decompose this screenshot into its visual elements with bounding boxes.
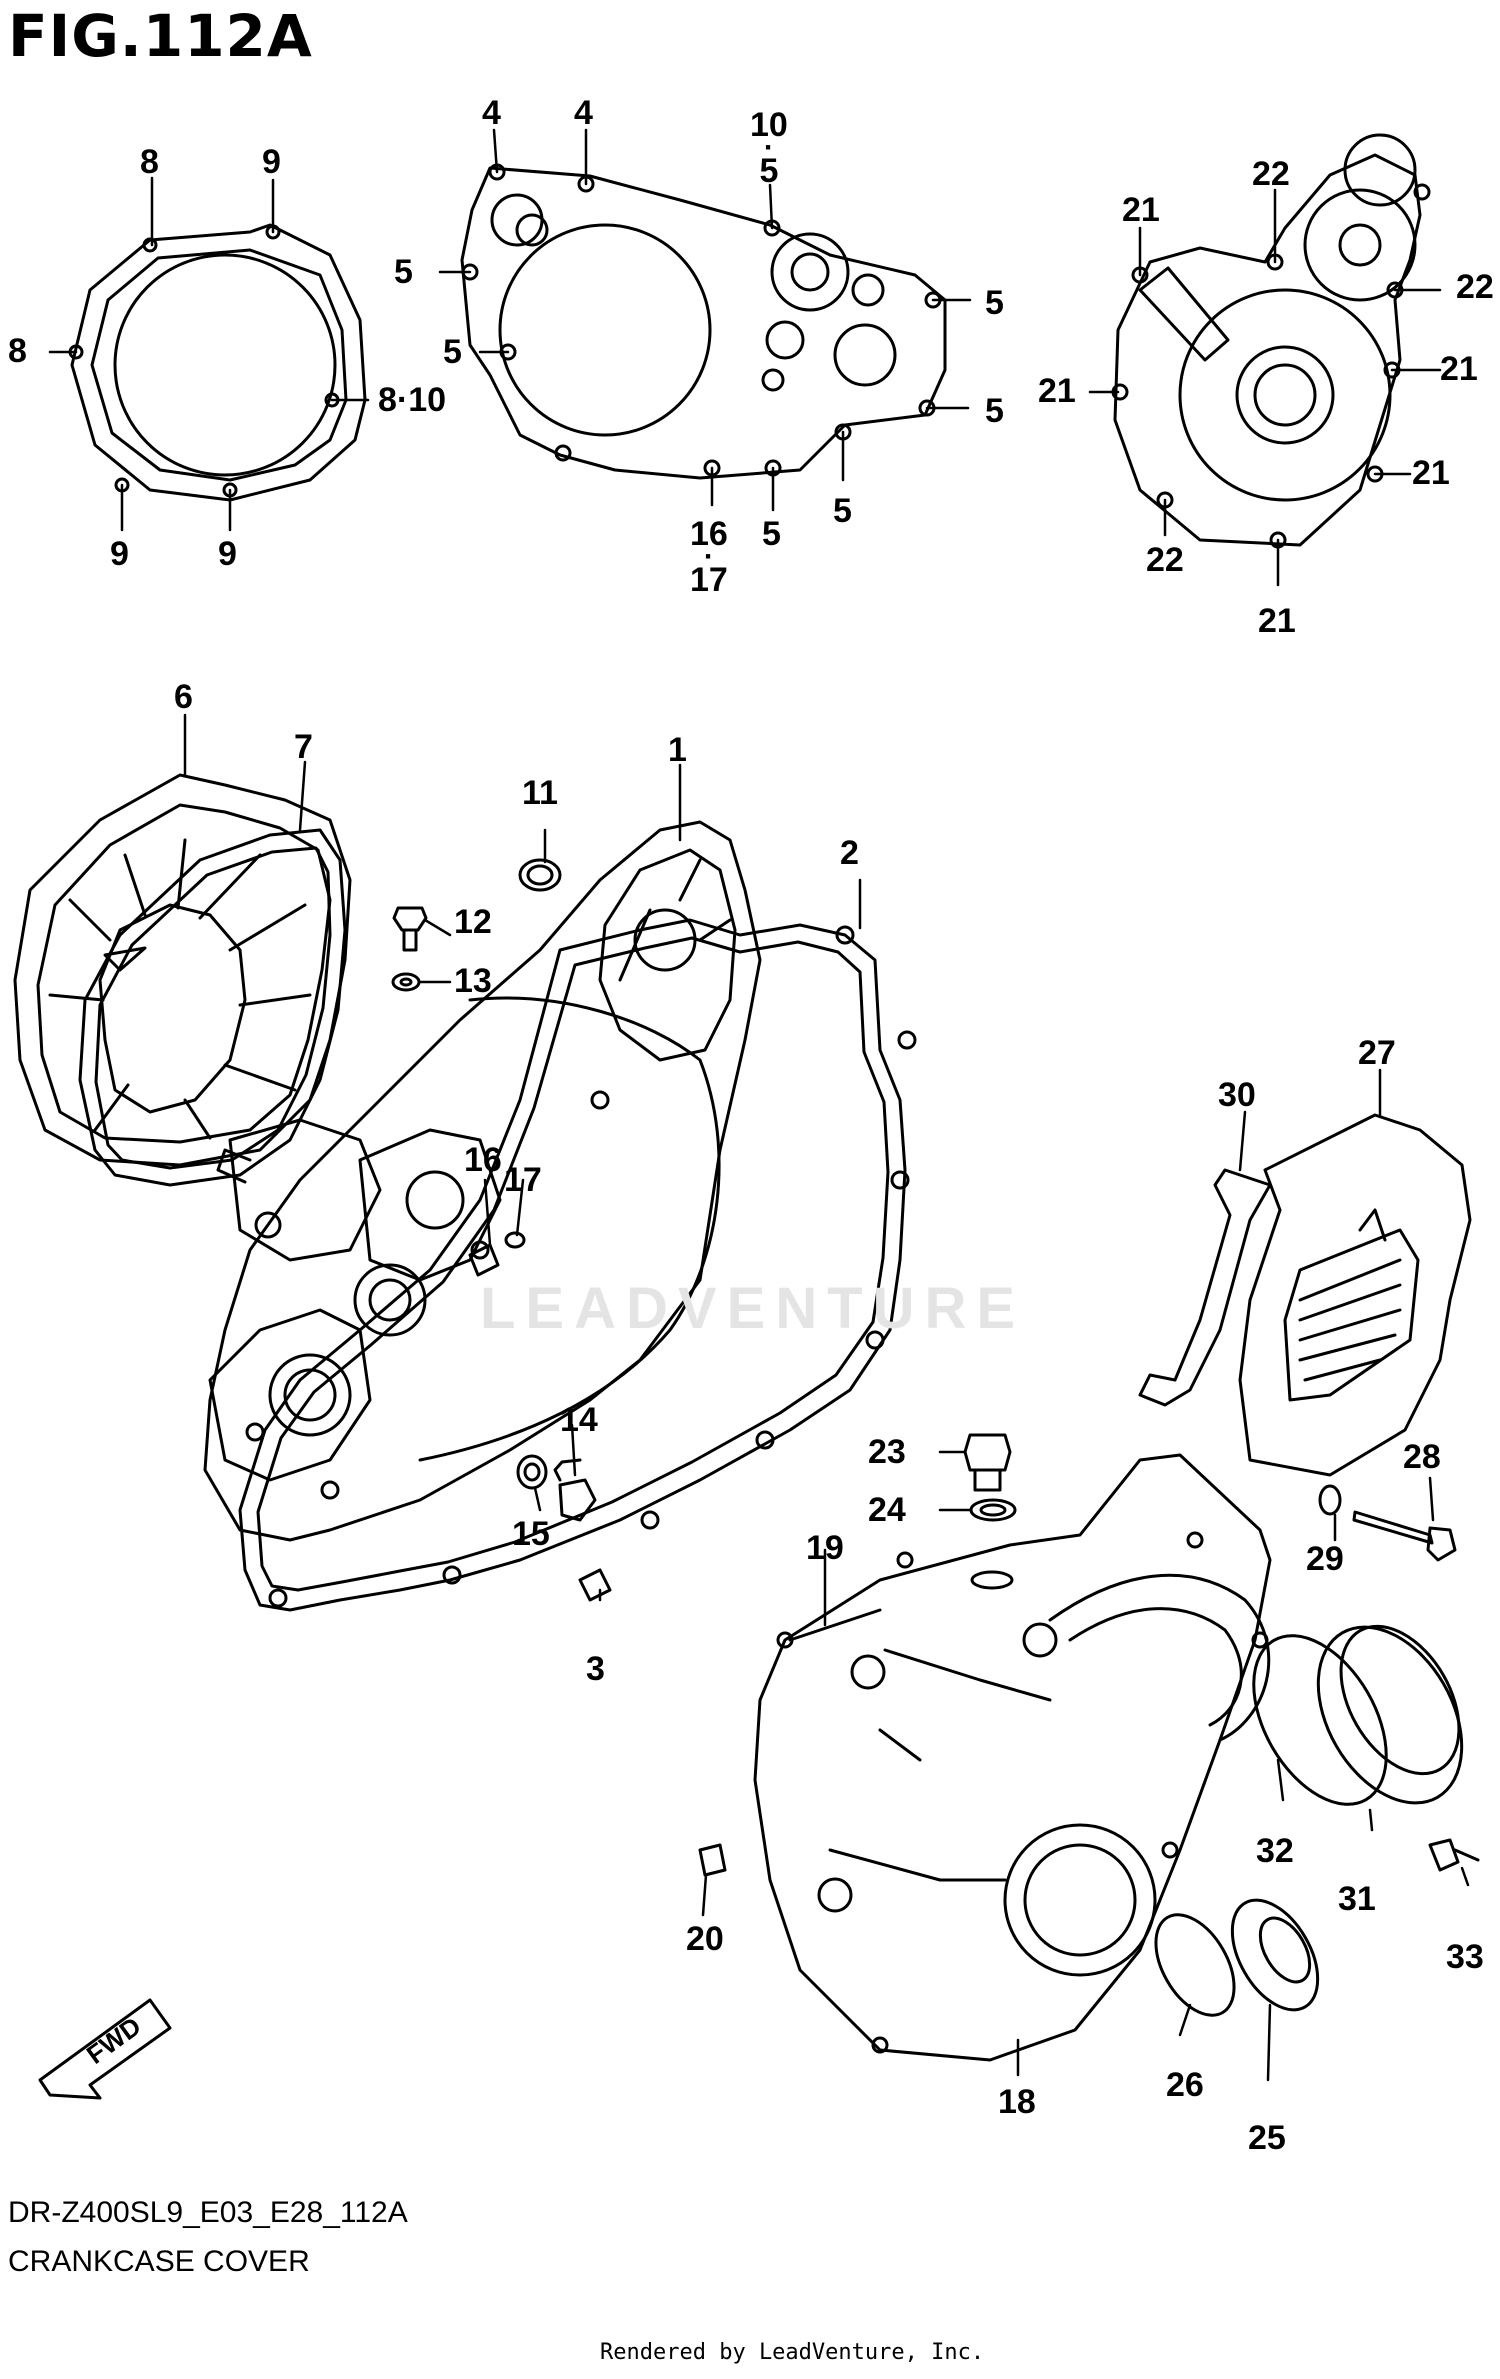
callout-8-10: 8·10: [378, 381, 447, 419]
callout-part-27: 27: [1358, 1034, 1396, 1072]
callout-part-26: 26: [1166, 2066, 1204, 2104]
figure-title: FIG.112A: [8, 2, 313, 70]
callout-4-b: 4: [574, 94, 593, 132]
callout-part-24: 24: [868, 1491, 906, 1529]
diagram-name: CRANKCASE COVER: [8, 2245, 310, 2278]
callout-part-7: 7: [294, 728, 313, 766]
callout-8-left: 8: [8, 332, 27, 370]
callout-part-30: 30: [1218, 1076, 1256, 1114]
callout-part-33: 33: [1446, 1938, 1484, 1976]
callout-part-6: 6: [174, 678, 193, 716]
callout-4-a: 4: [482, 94, 501, 132]
callout-part-11: 11: [522, 774, 558, 812]
callout-10: 10: [750, 106, 788, 144]
small-parts-left: [391, 858, 612, 1602]
callout-21-left: 21: [1038, 372, 1076, 410]
callout-21-top-left: 21: [1122, 191, 1160, 229]
callout-9-bottom-left: 9: [110, 535, 129, 573]
cover-part-27-and-bracket-30: [1138, 1113, 1472, 1562]
callout-5-bottom-2: 5: [762, 515, 781, 553]
callout-part-2: 2: [840, 834, 859, 872]
callout-8-top: 8: [140, 143, 159, 181]
render-credit: Rendered by LeadVenture, Inc.: [600, 2340, 985, 2365]
fwd-arrow-icon: [38, 1998, 172, 2100]
callout-part-14: 14: [560, 1401, 598, 1439]
callout-part-18: 18: [998, 2083, 1036, 2121]
top-leader-lines: [48, 128, 1442, 587]
callout-21-right-2: 21: [1412, 454, 1450, 492]
callout-17-top: 17: [690, 561, 728, 599]
callout-22-right: 22: [1456, 268, 1494, 306]
callout-separator-dot: ·: [763, 131, 774, 164]
callout-21-bottom: 21: [1258, 602, 1296, 640]
callout-part-25: 25: [1248, 2119, 1286, 2157]
callout-22-bottom-left: 22: [1146, 541, 1184, 579]
callout-part-1: 1: [668, 731, 687, 769]
callout-part-31: 31: [1338, 1880, 1376, 1918]
callout-10-5: 10 · 5: [750, 108, 788, 188]
callout-22-top: 22: [1252, 155, 1290, 193]
clutch-gasket-part-7: [78, 828, 347, 1187]
callout-part-17: 17: [504, 1161, 542, 1199]
crankcase-cover-outline-diagram: [460, 163, 947, 480]
callout-part-20: 20: [686, 1920, 724, 1958]
plug-oring-dowel: [698, 1433, 1017, 1877]
callout-part-13: 13: [454, 962, 492, 1000]
callout-part-29: 29: [1306, 1540, 1344, 1578]
callout-part-15: 15: [512, 1515, 550, 1553]
callout-part-28: 28: [1403, 1438, 1441, 1476]
crankcase-gasket-part-2: [238, 918, 917, 1612]
callout-part-12: 12: [454, 903, 492, 941]
callout-separator-dot: ·: [703, 540, 714, 573]
watermark-text: LEADVENTURE: [480, 1276, 1026, 1341]
callout-21-right-1: 21: [1440, 350, 1478, 388]
callout-5-bottom-1: 5: [833, 492, 852, 530]
callout-5-right-2: 5: [985, 392, 1004, 430]
main-leader-lines: [183, 713, 1470, 2082]
callout-5-right-1: 5: [985, 284, 1004, 322]
diagram-code: DR-Z400SL9_E03_E28_112A: [8, 2196, 408, 2229]
callout-16-top: 16: [690, 515, 728, 553]
callout-9-top: 9: [262, 143, 281, 181]
caps-and-seals-right: [1154, 1624, 1480, 2017]
callout-16-17: 16 · 17: [690, 517, 728, 597]
callout-part-16: 16: [464, 1141, 502, 1179]
callout-5-under-10: 5: [759, 152, 779, 190]
callout-5-left-1: 5: [394, 253, 413, 291]
callout-part-23: 23: [868, 1433, 906, 1471]
callout-9-bottom-right: 9: [218, 535, 237, 573]
callout-part-3: 3: [586, 1650, 605, 1688]
clutch-cover-outline-diagram: [68, 223, 367, 502]
crankcase-cover-part-1: [203, 820, 762, 1542]
callout-5-left-2: 5: [443, 333, 462, 371]
magneto-cover-outline-diagram: [1111, 133, 1431, 549]
callout-part-19: 19: [806, 1529, 844, 1567]
callout-part-32: 32: [1256, 1832, 1294, 1870]
